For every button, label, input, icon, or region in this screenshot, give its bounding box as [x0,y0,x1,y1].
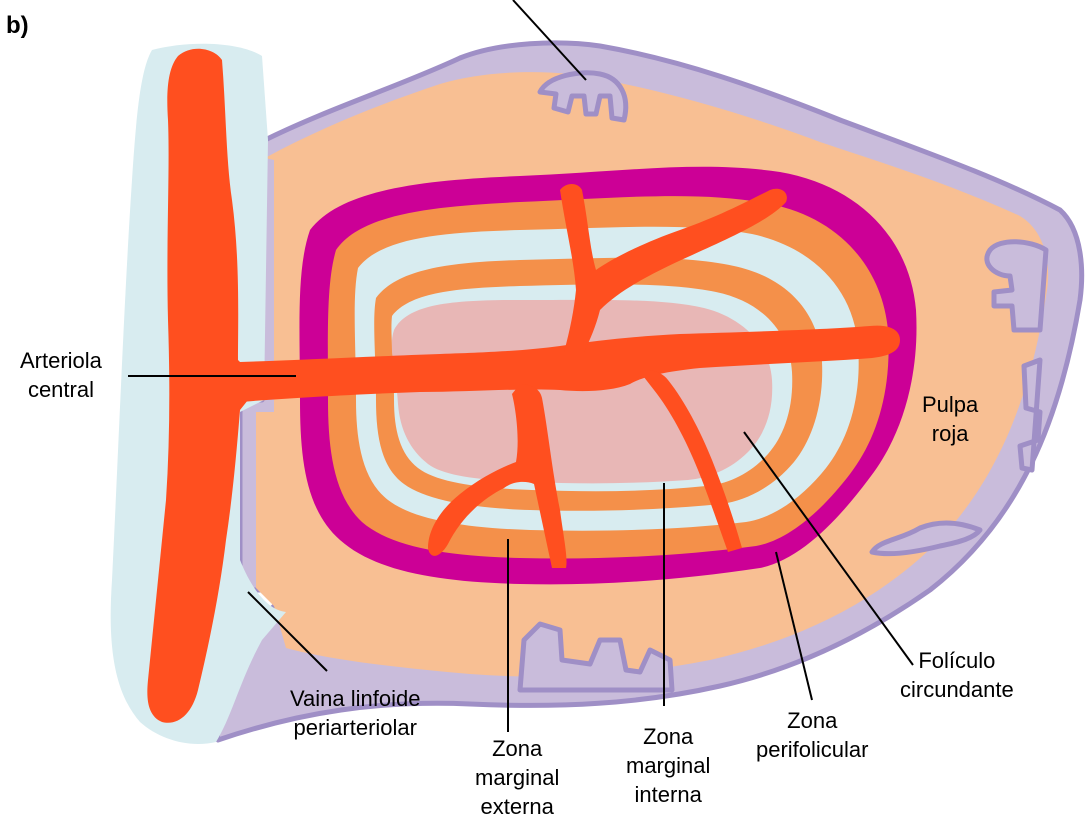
label-line: circundante [900,675,1014,704]
label-line: perifolicular [756,735,869,764]
label-line: central [20,375,102,404]
label-zona-externa: Zona marginal externa [475,734,559,821]
panel-label: b) [6,12,29,40]
label-line: Zona [475,734,559,763]
label-line: Arteriola [20,346,102,375]
label-line: Zona [626,722,710,751]
label-line: externa [475,792,559,821]
label-vaina: Vaina linfoide periarteriolar [290,684,420,742]
label-pulpa-roja: Pulpa roja [922,390,978,448]
label-line: periarteriolar [290,713,420,742]
label-line: interna [626,780,710,809]
label-arteriola-central: Arteriola central [20,346,102,404]
label-line: marginal [475,763,559,792]
label-zona-perifolicular: Zona perifolicular [756,706,869,764]
label-line: Zona [756,706,869,735]
label-line: Folículo [900,646,1014,675]
label-foliculo: Folículo circundante [900,646,1014,704]
label-line: roja [922,419,978,448]
label-line: Pulpa [922,390,978,419]
label-zona-interna: Zona marginal interna [626,722,710,809]
label-line: Vaina linfoide [290,684,420,713]
label-line: marginal [626,751,710,780]
